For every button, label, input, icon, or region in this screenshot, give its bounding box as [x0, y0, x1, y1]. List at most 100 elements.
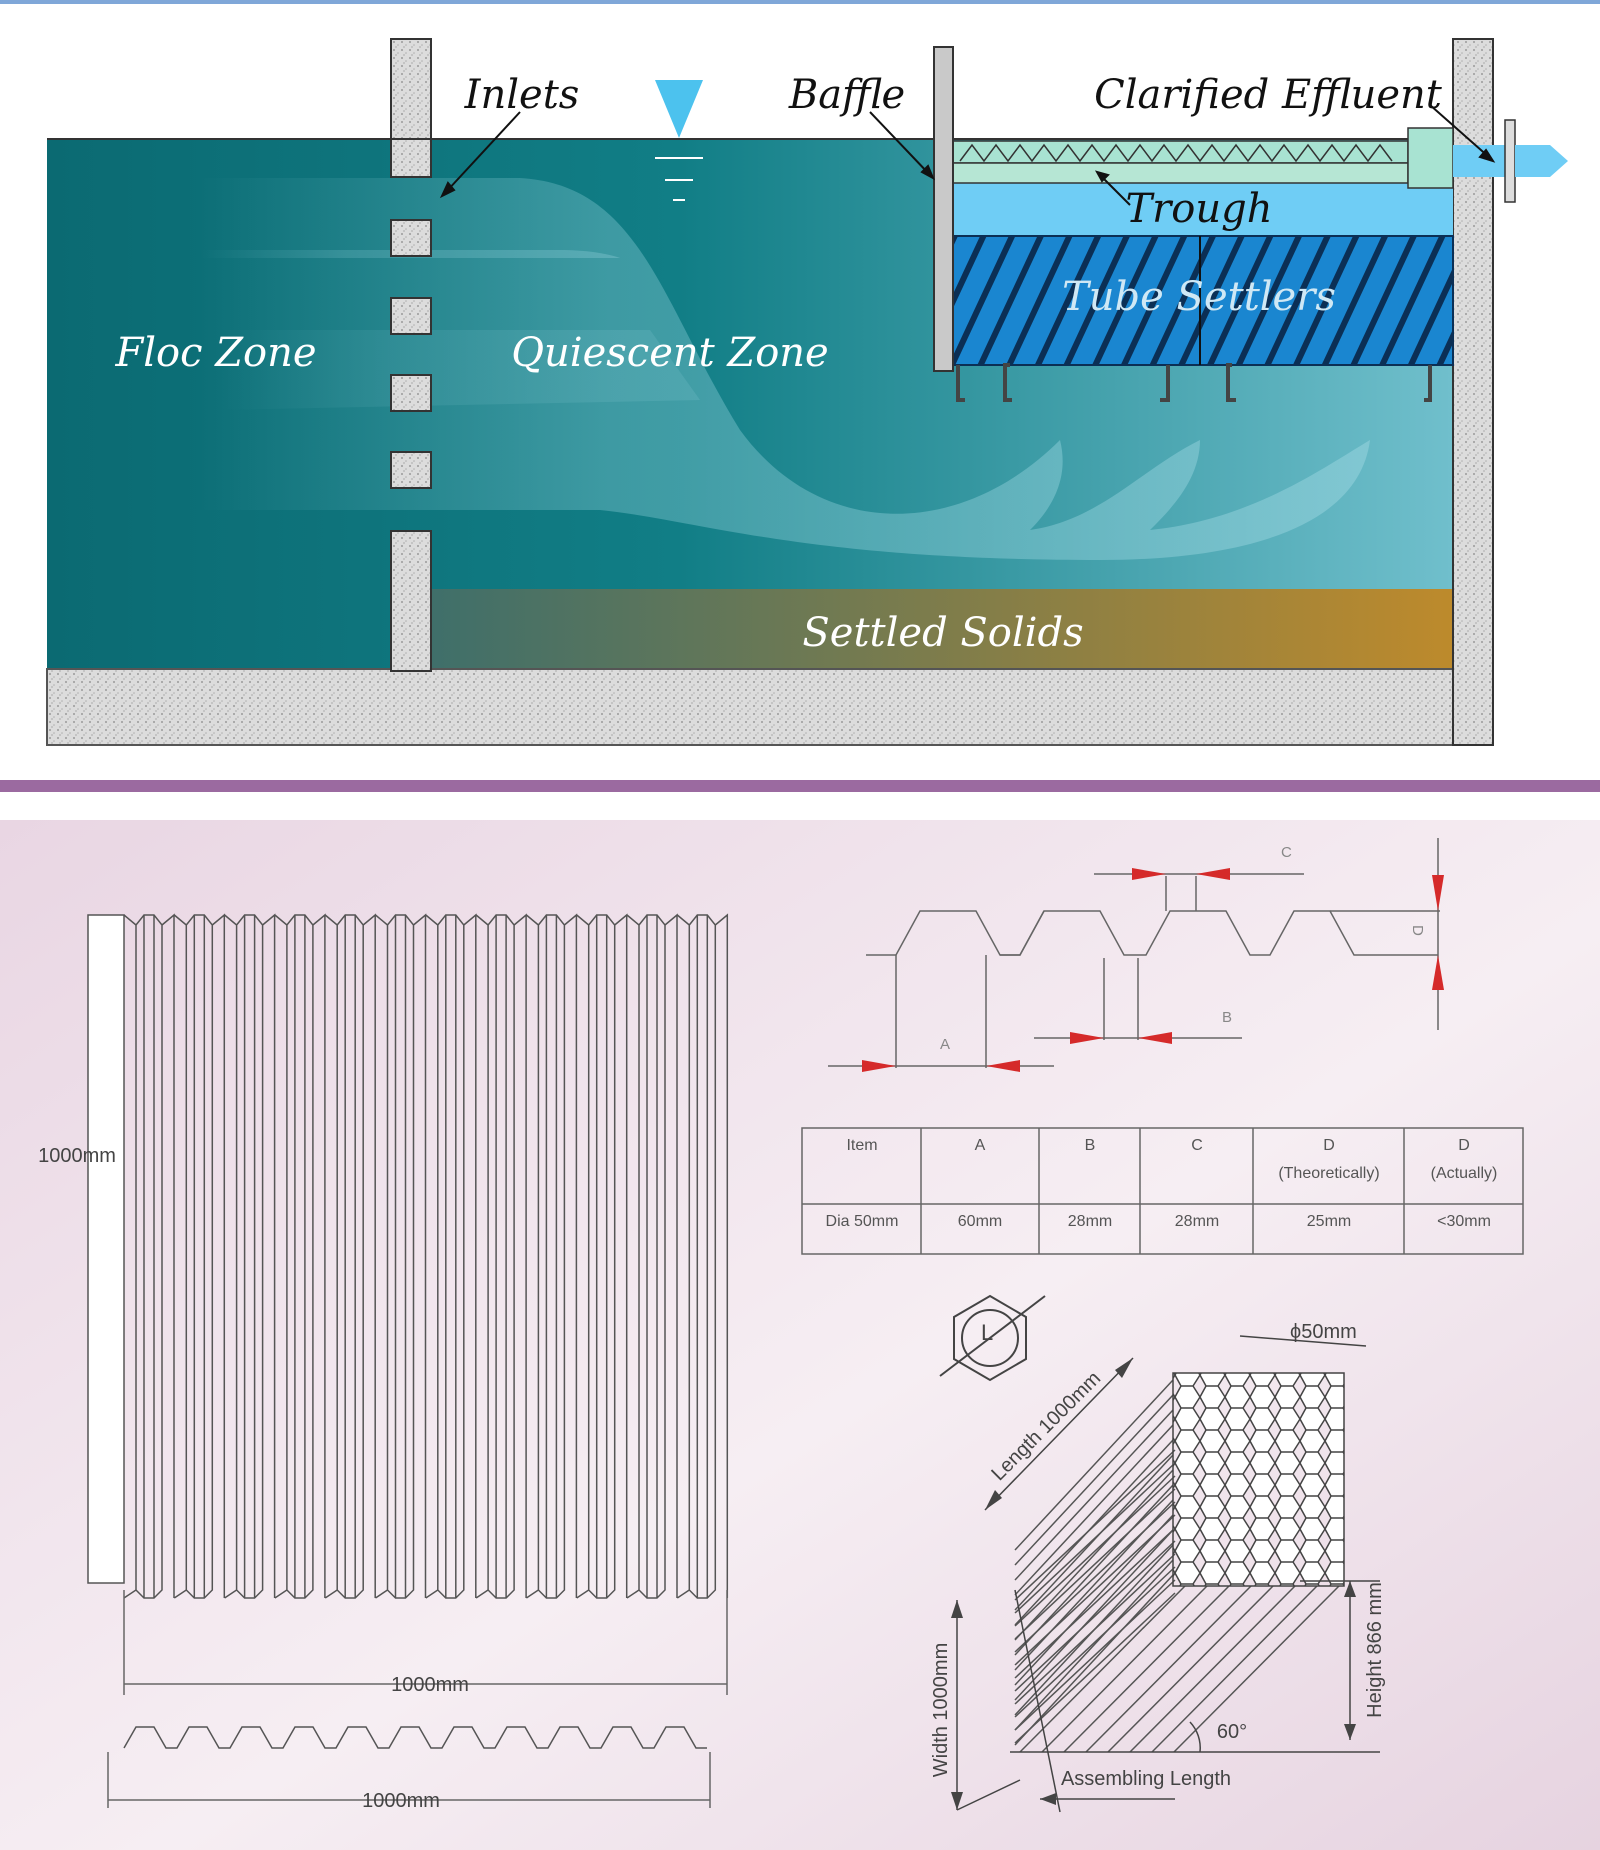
dimension-a-label: A	[940, 1036, 950, 1053]
tube-settlers-label: Tube Settlers	[1062, 274, 1336, 320]
dimension-d-label: D	[1409, 925, 1426, 936]
table-header: C	[1191, 1137, 1203, 1154]
settled-solids-layer	[431, 589, 1453, 669]
sheet-corrugation	[324, 913, 376, 1599]
tube-edge-line	[1014, 1553, 1176, 1705]
inlet-wall-block	[390, 219, 432, 257]
tube-edge-line	[1014, 1566, 1176, 1718]
table-header: D	[1458, 1137, 1470, 1154]
tank-right-wall	[1452, 38, 1494, 746]
tube-edge-line	[1019, 1585, 1186, 1753]
leader-lines	[439, 104, 1496, 206]
water-level-icon	[655, 80, 703, 201]
weir-plate	[952, 140, 1409, 164]
settled-solids-label: Settled Solids	[802, 610, 1083, 656]
table-cell: 28mm	[1175, 1213, 1219, 1230]
table-subheader: (Actually)	[1431, 1165, 1498, 1182]
table-cell: 60mm	[958, 1213, 1002, 1230]
sheet-profile-view	[123, 1726, 707, 1749]
tube-settlers	[952, 235, 1454, 366]
tube-edge-line	[1014, 1488, 1176, 1640]
table-header: A	[975, 1137, 986, 1154]
tube-edge-line	[1041, 1585, 1208, 1753]
tube-edge-line	[1014, 1529, 1174, 1701]
tube-edge-line	[1014, 1379, 1174, 1551]
spec-background	[0, 820, 1600, 1850]
table-cell: <30mm	[1437, 1213, 1491, 1230]
tube-edge-line	[1107, 1585, 1274, 1753]
tube-edge-line	[1014, 1559, 1174, 1731]
dimension-arrows	[862, 868, 1444, 1072]
inlet-wall-block	[390, 297, 432, 335]
profile-width-dimension	[107, 1752, 711, 1808]
tube-edge-line	[1014, 1394, 1174, 1566]
sheet-corrugation	[123, 913, 175, 1599]
tube-edge-line	[1014, 1540, 1176, 1692]
tube-edge-line	[1014, 1501, 1176, 1653]
tube-edge-line	[1014, 1454, 1174, 1626]
pipe-flange	[1504, 119, 1516, 203]
hexagon-section-icon	[939, 1294, 1046, 1382]
inlet-wall-block	[390, 451, 432, 489]
tube-edge-line	[1014, 1462, 1176, 1614]
tube-diameter-label: ϕ50mm	[1290, 1321, 1357, 1343]
effluent-pipe	[1453, 145, 1513, 177]
tube-edge-line	[1129, 1585, 1296, 1753]
sedimentation-tank-diagram: Inlets Baffle Clarified Effluent Trough …	[46, 38, 1568, 746]
trough	[952, 162, 1409, 184]
angle-label: 60°	[1217, 1721, 1247, 1743]
block-width-label: Width 1000mm	[930, 1643, 952, 1778]
quiescent-zone-label: Quiescent Zone	[511, 330, 828, 376]
sheet-corrugation	[224, 913, 276, 1599]
tube-edge-line	[1014, 1514, 1174, 1686]
tube-edge-line	[1014, 1527, 1176, 1679]
inlet-wall-top	[390, 38, 432, 178]
sheet-corrugation	[173, 913, 226, 1599]
tube-edge-line	[1014, 1579, 1176, 1731]
baffle	[933, 46, 954, 372]
hex-icon-label: L	[981, 1320, 993, 1345]
assembling-length-label: Assembling Length	[1061, 1768, 1231, 1790]
table-subheader: (Theoretically)	[1278, 1165, 1379, 1182]
trough-outlet-box	[1407, 127, 1454, 189]
tube-edge-line	[1063, 1585, 1230, 1753]
block-height-label: Height 866 mm	[1364, 1582, 1386, 1718]
profile-width-label: 1000mm	[362, 1790, 440, 1812]
sheet-corrugation	[626, 913, 678, 1599]
sheet-corrugation	[475, 913, 527, 1599]
baffle-label: Baffle	[788, 72, 905, 118]
spec-table	[801, 1127, 1524, 1255]
table-cell: 28mm	[1068, 1213, 1112, 1230]
tube-edge-line	[1014, 1449, 1176, 1601]
clarified-effluent-label: Clarified Effluent	[1094, 72, 1443, 118]
support-brackets	[956, 363, 1432, 402]
sheet-corrugation	[525, 913, 578, 1599]
sheet-corrugation	[375, 913, 427, 1599]
tube-block-isometric	[951, 1335, 1380, 1813]
sheet-corrugation	[676, 913, 729, 1599]
tube-edge-line	[1014, 1424, 1174, 1596]
tube-edge-line	[1085, 1585, 1252, 1753]
dimension-c-label: C	[1281, 844, 1292, 861]
section-divider	[0, 780, 1600, 792]
table-cell: 25mm	[1307, 1213, 1351, 1230]
inlet-wall-block	[390, 374, 432, 412]
tube-settler-specification: 1000mm 1000mm 1000mm A B C D	[0, 820, 1600, 1850]
corrugated-sheet-front-view	[87, 913, 729, 1599]
effluent-arrow-icon	[1515, 145, 1568, 177]
tube-edge-line	[1173, 1585, 1340, 1753]
sheet-width-dimension	[123, 1590, 728, 1695]
floc-zone-label: Floc Zone	[114, 330, 316, 376]
table-header: Item	[846, 1137, 877, 1154]
tube-edge-line	[1014, 1409, 1174, 1581]
sheet-corrugation	[425, 913, 477, 1599]
sheet-corrugation	[274, 913, 326, 1599]
table-header: D	[1323, 1137, 1335, 1154]
top-border-line	[0, 0, 1600, 4]
v-notch-weir	[959, 143, 1393, 163]
sheet-height-label: 1000mm	[38, 1145, 116, 1167]
tube-edge-line	[1014, 1475, 1176, 1627]
tank-floor	[46, 668, 1494, 746]
